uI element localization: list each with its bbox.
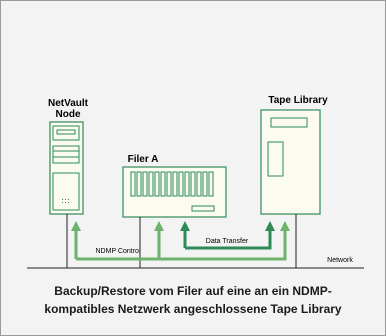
netvault-label-line2: Node (56, 109, 81, 120)
netvault-node-server (49, 121, 84, 215)
caption-line-1: Backup/Restore vom Filer auf eine an ein… (54, 284, 332, 298)
tape-library-label: Tape Library (268, 95, 328, 106)
network-label: Network (327, 257, 353, 264)
data-transfer-arrow (180, 221, 275, 250)
caption-line-2: kompatibles Netzwerk angeschlossene Tape… (44, 302, 342, 316)
filer-a-device (122, 166, 227, 218)
ndmp-control-label: NDMP Control (96, 248, 141, 255)
ndmp-control-arrow (71, 221, 290, 261)
filer-label: Filer A (128, 154, 159, 165)
diagram-caption: Backup/Restore vom Filer auf eine an ein… (0, 282, 386, 318)
tape-library-device (260, 109, 321, 215)
data-transfer-label: Data Transfer (206, 238, 249, 245)
netvault-label-line1: NetVault (48, 98, 89, 109)
